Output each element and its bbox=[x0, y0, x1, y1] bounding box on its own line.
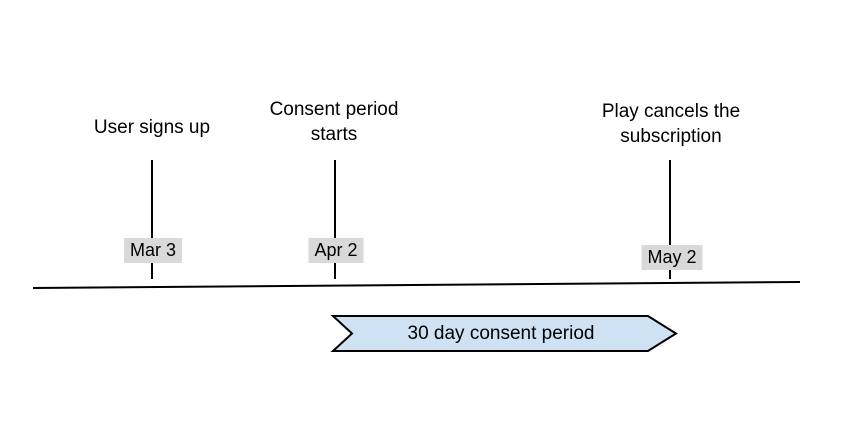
consent-period-banner-label: 30 day consent period bbox=[407, 323, 595, 344]
event-date-badge-apr2: Apr 2 bbox=[308, 238, 364, 263]
event-label-play-cancels-subscription: Play cancels the subscription bbox=[601, 101, 741, 147]
event-tick-may2 bbox=[669, 160, 671, 279]
event-date-badge-mar3: Mar 3 bbox=[123, 238, 183, 263]
event-tick-apr2 bbox=[334, 160, 336, 279]
event-label-consent-period-starts: Consent period starts bbox=[269, 99, 399, 145]
event-tick-mar3 bbox=[151, 160, 153, 279]
consent-period-banner-shape bbox=[330, 315, 678, 352]
timeline-axis-line bbox=[32, 281, 801, 289]
event-label-user-signs-up: User signs up bbox=[93, 117, 211, 138]
event-date-badge-may2: May 2 bbox=[641, 245, 703, 270]
